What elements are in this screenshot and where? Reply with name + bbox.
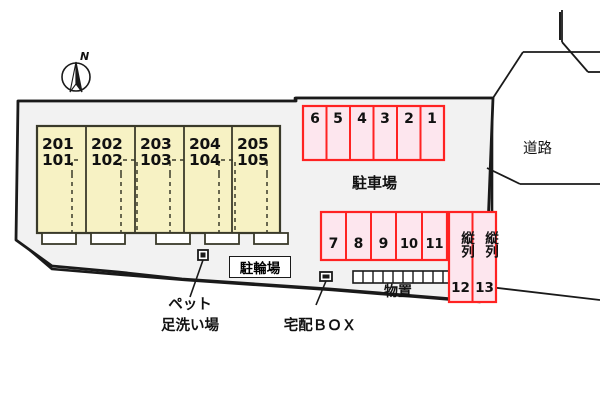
parking-row-top (301, 104, 446, 162)
delivery-box-label: 宅配ＢＯＸ (283, 318, 357, 334)
apartment-building (35, 124, 289, 245)
unit-label-201-101: 201 101 (42, 135, 74, 170)
compass-label: N (80, 50, 90, 63)
stall-number-6: 6 (310, 111, 320, 127)
pet-wash-label-line2: 足洗い場 (161, 318, 219, 334)
parking-area-label: 駐車場 (352, 174, 398, 192)
unit-label-204-104: 204 104 (189, 135, 221, 170)
road-label: 道路 (523, 141, 552, 157)
unit-lower-number: 102 (91, 151, 123, 170)
stall-number-2: 2 (404, 111, 414, 127)
unit-lower-number: 101 (42, 151, 74, 170)
pet-wash-marker (189, 249, 209, 298)
tandem-stall-number-12: 12 (451, 280, 470, 296)
parking-tandem-stalls (447, 210, 498, 304)
pet-wash-label-line1: ペット (168, 297, 212, 313)
stall-number-1: 1 (427, 111, 437, 127)
unit-upper-number: 204 (189, 135, 221, 153)
stall-number-3: 3 (380, 111, 390, 127)
unit-upper-number: 205 (237, 135, 269, 153)
delivery-box-marker (315, 271, 333, 306)
tandem-type-label-12: 縦列 (458, 230, 474, 258)
unit-lower-number: 104 (189, 151, 221, 170)
stall-number-5: 5 (333, 111, 343, 127)
stall-number-8: 8 (353, 236, 364, 252)
bicycle-parking-box: 駐輪場 (229, 256, 291, 278)
unit-lower-number: 105 (237, 151, 269, 170)
unit-upper-number: 201 (42, 135, 74, 153)
entrance-stoops (41, 232, 289, 245)
unit-upper-number: 203 (140, 135, 172, 153)
road-boundary-lines (480, 10, 600, 301)
parking-row-bottom (319, 210, 449, 262)
tandem-type-label-13: 縦列 (482, 230, 498, 258)
stall-number-10: 10 (399, 237, 419, 252)
compass-north-icon (61, 61, 91, 93)
stall-number-9: 9 (378, 236, 389, 252)
stall-number-11: 11 (425, 237, 444, 252)
tandem-stall-number-13: 13 (475, 280, 494, 296)
unit-label-203-103: 203 103 (140, 135, 172, 170)
unit-label-205-105: 205 105 (237, 135, 269, 170)
stall-number-7: 7 (328, 236, 339, 252)
unit-label-202-102: 202 102 (91, 135, 123, 170)
bicycle-parking-label: 駐輪場 (239, 261, 281, 277)
storage-label: 物置 (384, 284, 412, 300)
unit-upper-number: 202 (91, 135, 123, 153)
storage-sheds-icon (352, 270, 452, 284)
unit-lower-number: 103 (140, 151, 172, 170)
stall-number-4: 4 (357, 111, 367, 127)
